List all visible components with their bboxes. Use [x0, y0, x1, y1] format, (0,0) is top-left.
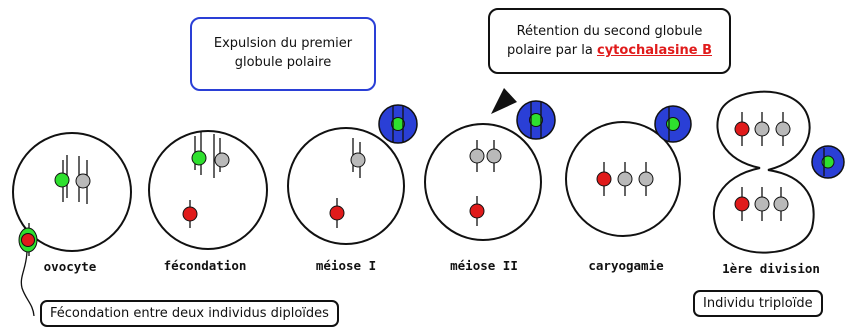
polar-body-2: [516, 100, 556, 140]
footer-triploide-box: Individu triploïde: [693, 290, 823, 317]
polar-body-3: [654, 105, 692, 143]
stage-label-caryogamie: caryogamie: [588, 258, 664, 273]
callout-expulsion-line1: Expulsion du premier: [213, 36, 353, 51]
cell-ovocyte: [12, 132, 132, 252]
fecondation-chromosomes: [182, 132, 230, 228]
division-chromosomes-bottom: [734, 187, 789, 221]
ovocyte-chromosomes: [54, 155, 91, 204]
cell-1ere-division: [712, 90, 815, 254]
cell-fecondation: [148, 130, 268, 250]
meiose2-chromosomes: [469, 140, 502, 226]
cytochalasine-link[interactable]: cytochalasine B: [597, 43, 712, 58]
stage-label-meiose2: méiose II: [450, 258, 518, 273]
callout-expulsion-line2: globule polaire: [234, 55, 332, 70]
meiose1-chromosomes: [329, 138, 366, 228]
callout-expulsion: Expulsion du premier globule polaire: [190, 17, 376, 91]
callout-retention-prefix: polaire par la: [507, 43, 597, 58]
arrow-retention: [491, 88, 517, 114]
stage-label-meiose1: méiose I: [315, 258, 377, 273]
sperm: [18, 223, 38, 317]
callout-retention-line1: Rétention du second globule: [516, 24, 703, 39]
stage-label-1ere-division: 1ère division: [722, 261, 820, 276]
division-chromosomes-top: [734, 112, 791, 146]
caryogamie-chromosomes: [596, 162, 654, 196]
cell-meiose1: [287, 127, 405, 245]
callout-retention: Rétention du second globule polaire par …: [488, 8, 731, 74]
stage-label-fecondation: fécondation: [163, 258, 247, 273]
polar-body-4: [811, 145, 845, 179]
polar-body-1: [378, 104, 418, 144]
footer-fecondation-box: Fécondation entre deux individus diploïd…: [40, 300, 339, 327]
stage-label-ovocyte: ovocyte: [43, 259, 97, 274]
callout-retention-line2: polaire par la cytochalasine B: [490, 41, 729, 60]
cell-meiose2: [424, 123, 542, 241]
